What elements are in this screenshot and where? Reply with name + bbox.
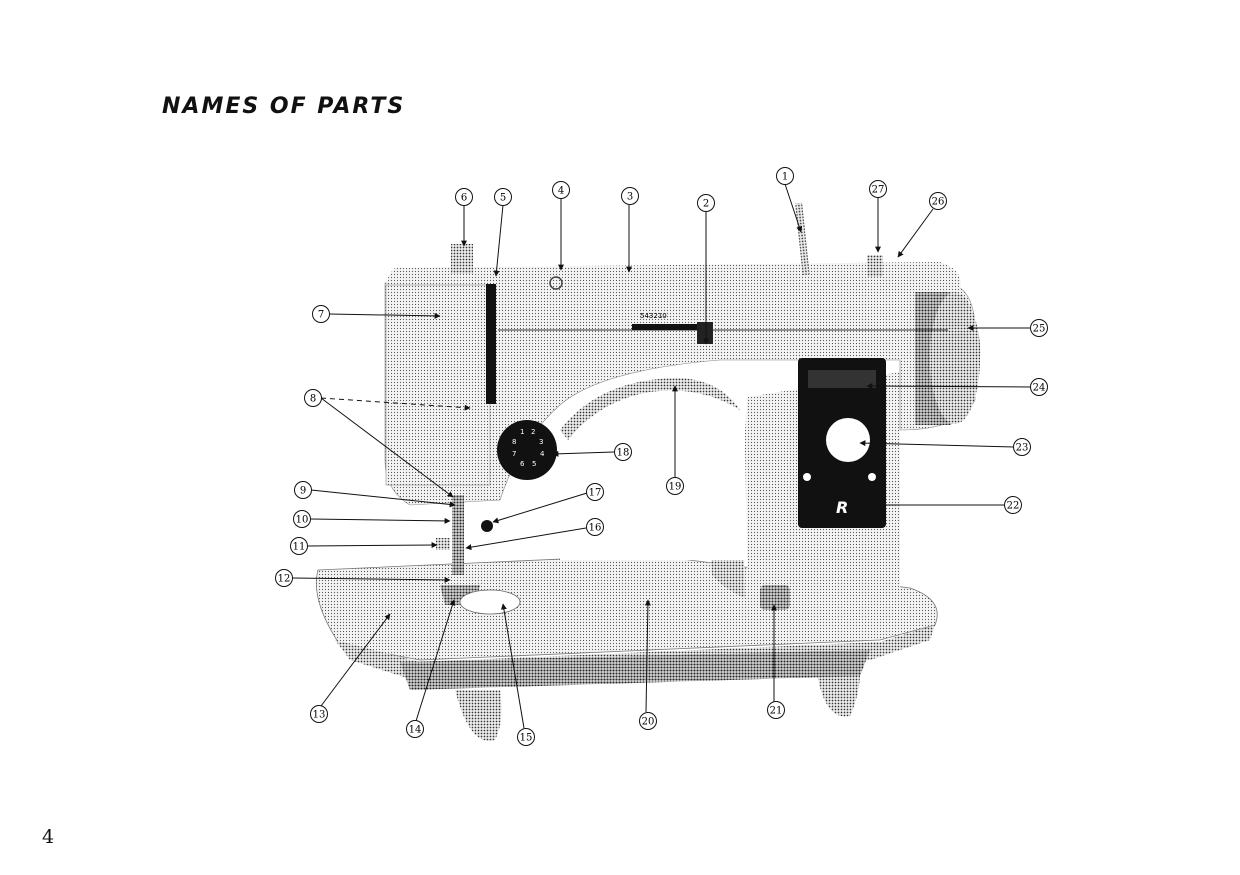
svg-text:7: 7 [318,310,324,321]
callout-11: 11 [290,537,308,555]
svg-text:12: 12 [278,574,291,585]
svg-text:9: 9 [300,486,306,497]
leader-lines [292,183,1031,729]
svg-text:27: 27 [872,185,885,196]
svg-text:26: 26 [932,197,945,208]
callout-18: 18 [614,443,632,461]
svg-text:20: 20 [642,717,655,728]
page-number: 4 [42,826,55,848]
svg-text:11: 11 [293,542,306,553]
callout-10: 10 [293,510,311,528]
page-title: NAMES OF PARTS [162,94,406,119]
svg-text:17: 17 [589,488,602,499]
svg-text:21: 21 [770,706,783,717]
callout-14: 14 [406,720,424,738]
machine-illustration: 543210 1 2 3 4 5 6 7 8 R [315,202,981,741]
callout-4: 4 [552,181,570,199]
svg-text:13: 13 [313,710,326,721]
svg-text:7: 7 [512,450,516,458]
svg-text:2: 2 [703,199,709,210]
brand-mark: R [836,498,848,517]
svg-text:4: 4 [540,450,545,458]
callout-23: 23 [1013,438,1031,456]
tension-dial-numbers: 1 2 3 4 5 6 7 8 [512,428,545,468]
callout-25: 25 [1030,319,1048,337]
svg-text:22: 22 [1007,501,1020,512]
callout-15: 15 [517,728,535,746]
callout-26: 26 [929,192,947,210]
callout-8: 8 [304,389,322,407]
callout-24: 24 [1030,378,1048,396]
stitch-length-scale: 543210 [640,312,667,320]
svg-text:23: 23 [1016,443,1029,454]
svg-text:3: 3 [627,192,633,203]
callout-20: 20 [639,712,657,730]
svg-text:15: 15 [520,733,533,744]
svg-text:24: 24 [1033,383,1046,394]
callout-5: 5 [494,188,512,206]
callout-13: 13 [310,705,328,723]
svg-text:1: 1 [782,172,788,183]
svg-text:5: 5 [500,193,506,204]
svg-text:16: 16 [589,523,602,534]
callout-1: 1 [776,167,794,185]
svg-text:8: 8 [310,394,316,405]
svg-text:19: 19 [669,482,682,493]
svg-text:2: 2 [531,428,535,436]
svg-text:3: 3 [539,438,543,446]
callout-6: 6 [455,188,473,206]
svg-text:18: 18 [617,448,630,459]
callout-12: 12 [275,569,293,587]
callout-17: 17 [586,483,604,501]
callout-22: 22 [1004,496,1022,514]
callout-27: 27 [869,180,887,198]
callout-markers: 1 2 3 4 5 6 7 8 9 10 11 12 13 14 15 16 1… [275,167,1048,746]
svg-text:8: 8 [512,438,516,446]
svg-text:25: 25 [1033,324,1046,335]
callout-9: 9 [294,481,312,499]
svg-text:6: 6 [461,193,467,204]
svg-text:1: 1 [520,428,524,436]
svg-text:4: 4 [558,186,564,197]
callout-16: 16 [586,518,604,536]
callout-7: 7 [312,305,330,323]
callout-3: 3 [621,187,639,205]
svg-text:5: 5 [532,460,536,468]
callout-2: 2 [697,194,715,212]
svg-text:14: 14 [409,725,422,736]
svg-text:6: 6 [520,460,525,468]
svg-text:10: 10 [296,515,309,526]
callout-19: 19 [666,477,684,495]
callout-21: 21 [767,701,785,719]
